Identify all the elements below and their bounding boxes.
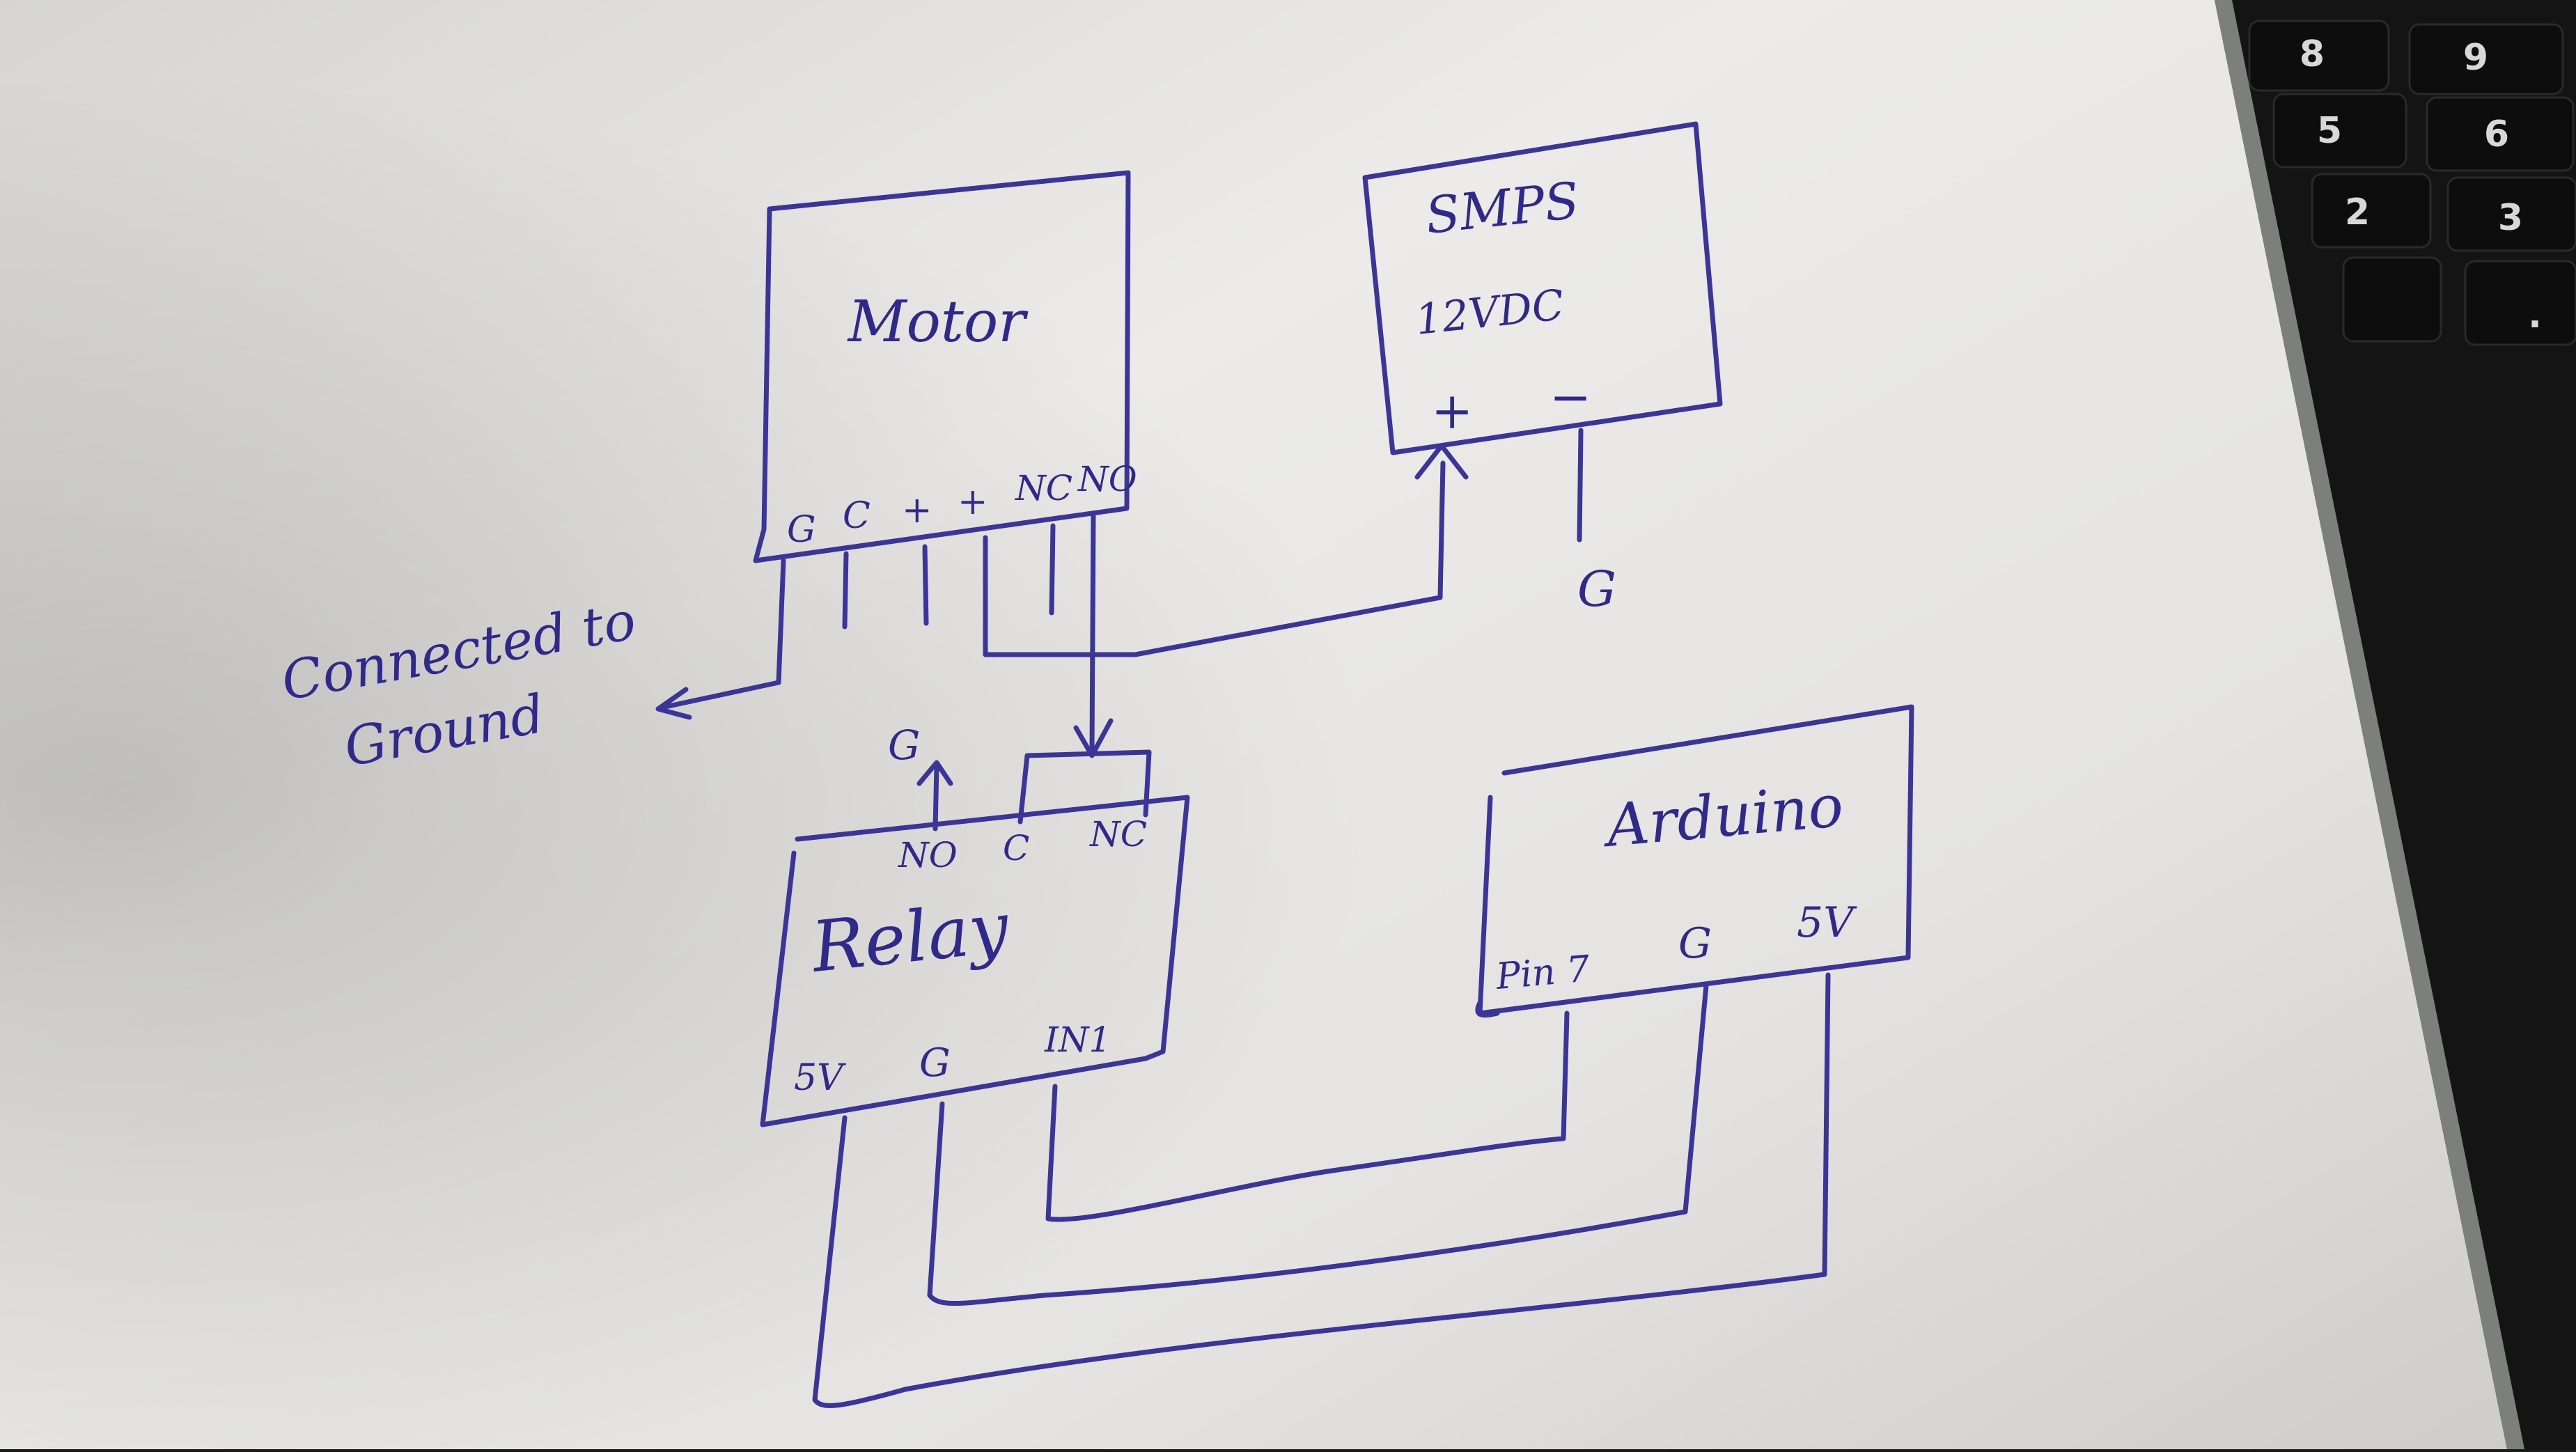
arduino-pin-7: Pin 7 — [1494, 948, 1592, 998]
motor-box — [753, 170, 1131, 563]
motor-pin-no: NO — [1077, 459, 1137, 499]
arduino-box — [1477, 704, 1914, 1016]
relay-pin-5v: 5V — [794, 1057, 846, 1099]
motor-leg-no — [1089, 511, 1096, 755]
smps-ground-label: G — [1577, 561, 1616, 618]
smps-plus-arrow-head — [1414, 443, 1469, 480]
relay-box — [760, 795, 1190, 1127]
motor-pin-plus-1: + — [902, 490, 932, 531]
wire-g-to-arduino-g — [927, 983, 1709, 1306]
relay-no-leg — [932, 763, 939, 832]
smps-minus-leg — [1577, 428, 1584, 542]
relay-pin-c: C — [1003, 828, 1029, 868]
relay-c-nc-jumper — [1017, 749, 1152, 825]
relay-pin-nc: NC — [1089, 814, 1147, 854]
key-label: . — [2528, 295, 2542, 336]
hand-shadow — [0, 0, 2507, 1449]
relay-no-arrow-head — [916, 760, 953, 786]
signal-wiring — [812, 972, 1831, 1408]
relay-pin-g: G — [919, 1040, 951, 1086]
motor-pin-plus-2: + — [958, 481, 988, 523]
wire-motor-plus-to-smps — [1132, 460, 1446, 657]
wire-5v-to-arduino-5v — [812, 972, 1831, 1408]
ground-arrow-head — [655, 687, 692, 720]
arduino-pin-5v: 5V — [1797, 898, 1857, 947]
motor-leg-plus-1 — [922, 544, 929, 626]
motor-leg-g — [776, 558, 786, 685]
wire-in1-to-pin7 — [1045, 1010, 1570, 1222]
motor-pin-nc: NC — [1015, 468, 1072, 508]
motor-pin-c: C — [843, 495, 871, 537]
motor-pin-g: G — [787, 509, 816, 551]
smps-pin-minus: − — [1549, 368, 1591, 426]
motor-block: Motor G C + + NC NO — [753, 170, 1138, 755]
motor-leg-plus-2 — [983, 535, 1138, 657]
relay-no-ground-label: G — [888, 721, 920, 769]
motor-title: Motor — [847, 289, 1029, 355]
arduino-box-corner — [1475, 1000, 1500, 1018]
ground-arrow-line — [662, 680, 781, 710]
motor-leg-nc — [1049, 523, 1056, 616]
smps-box — [1362, 121, 1723, 455]
relay-pin-no: NO — [898, 835, 958, 875]
relay-block: Relay NO C NC 5V G IN1 G — [760, 718, 1190, 1127]
smps-pin-plus: + — [1431, 382, 1473, 440]
relay-pin-in1: IN1 — [1044, 1020, 1111, 1060]
arduino-pin-g: G — [1678, 919, 1712, 968]
relay-input-arrow-head — [1073, 718, 1114, 758]
motor-leg-c — [842, 551, 849, 630]
